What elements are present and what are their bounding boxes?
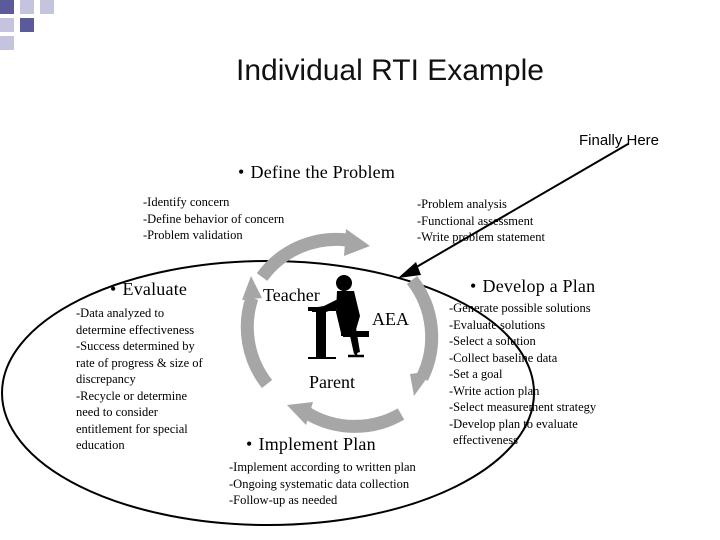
corner-square — [20, 18, 34, 32]
corner-square — [20, 0, 34, 14]
list-item: -Set a goal — [449, 367, 503, 381]
evaluate-list: -Data analyzed to determine effectivenes… — [76, 305, 203, 454]
list-item: -Follow-up as needed — [229, 493, 338, 507]
cycle-arrows-icon — [240, 232, 439, 433]
list-item: -Define behavior of concern — [143, 211, 285, 226]
list-item: -Generate possible solutions — [449, 301, 591, 315]
list-item: -Success determined by — [76, 339, 195, 353]
define-right-list: -Problem analysis -Functional assessment… — [417, 196, 545, 246]
list-item: -Functional assessment — [417, 213, 534, 228]
corner-square — [0, 0, 14, 14]
list-item: effectiveness — [453, 433, 519, 447]
develop-heading-text: Develop a Plan — [482, 276, 596, 296]
list-item: education — [76, 438, 125, 452]
center-label-aea: AEA — [372, 309, 409, 329]
develop-heading: •Develop a Plan — [470, 276, 595, 297]
corner-square — [40, 0, 54, 14]
list-item: -Ongoing systematic data collection — [229, 476, 410, 491]
develop-list: -Generate possible solutions -Evaluate s… — [449, 300, 596, 449]
bullet: • — [470, 276, 477, 296]
list-item: -Evaluate solutions — [449, 317, 546, 332]
list-item: -Write action plan — [449, 383, 540, 398]
evaluate-heading: •Evaluate — [110, 279, 187, 300]
list-item: -Problem validation — [143, 228, 243, 242]
annotation-arrow-icon — [398, 143, 629, 278]
list-item: -Data analyzed to — [76, 306, 165, 320]
page-title: Individual RTI Example — [236, 54, 544, 87]
implement-list: -Implement according to written plan -On… — [229, 459, 416, 509]
define-left-list: -Identify concern -Define behavior of co… — [143, 194, 284, 244]
list-item: rate of progress & size of — [76, 355, 203, 370]
seated-person-at-desk-icon — [308, 275, 369, 359]
list-item: -Problem analysis — [417, 197, 507, 211]
list-item: -Collect baseline data — [449, 350, 558, 365]
implement-heading: •Implement Plan — [246, 434, 376, 455]
list-item: -Recycle or determine — [76, 388, 188, 403]
list-item: -Select measurement strategy — [449, 400, 597, 414]
bullet: • — [246, 434, 253, 454]
list-item: entitlement for special — [76, 421, 188, 436]
list-item: determine effectiveness — [76, 322, 195, 337]
list-item: need to consider — [76, 405, 158, 419]
bullet: • — [110, 279, 117, 299]
center-label-parent: Parent — [309, 372, 355, 392]
list-item: -Implement according to written plan — [229, 460, 416, 474]
bullet: • — [238, 162, 245, 182]
implement-heading-text: Implement Plan — [258, 434, 376, 454]
evaluate-heading-text: Evaluate — [122, 279, 188, 299]
list-item: -Write problem statement — [417, 230, 545, 244]
cycle-arrowheads — [242, 229, 432, 425]
list-item: -Select a solution — [449, 334, 536, 348]
corner-square — [0, 18, 14, 32]
annotation-label: Finally Here — [579, 132, 660, 149]
corner-square — [0, 36, 14, 50]
list-item: -Develop plan to evaluate — [449, 416, 578, 431]
center-label-teacher: Teacher — [263, 285, 320, 305]
list-item: -Identify concern — [143, 195, 230, 209]
define-heading-text: Define the Problem — [250, 162, 396, 182]
list-item: discrepancy — [76, 372, 136, 386]
define-heading: •Define the Problem — [238, 162, 395, 183]
